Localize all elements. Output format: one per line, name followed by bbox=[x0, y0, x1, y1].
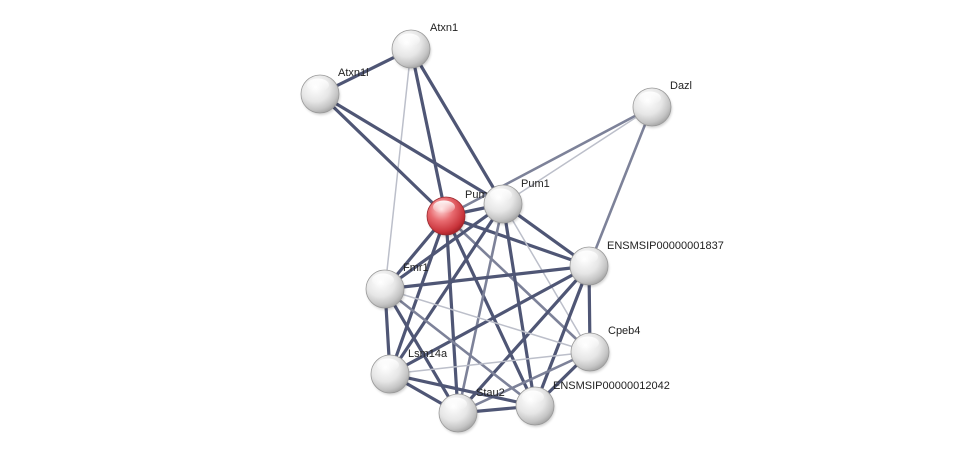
node-highlight bbox=[377, 358, 399, 372]
edge-pum1-stau2 bbox=[456, 202, 505, 415]
edge-lsm14a-ensmsip00000012042 bbox=[388, 372, 537, 408]
node-highlight bbox=[307, 78, 329, 92]
node-highlight bbox=[398, 33, 420, 47]
node-highlight bbox=[445, 397, 467, 411]
edge-pum2-stau2 bbox=[444, 214, 460, 415]
edge-dazl-ensmsip00000001837 bbox=[587, 105, 654, 268]
edge-ensmsip00000001837-stau2 bbox=[456, 264, 591, 415]
node-label-atxn1: Atxn1 bbox=[430, 22, 458, 34]
node-fmr1[interactable]: Fmr1 bbox=[365, 262, 429, 310]
node-label-ensmsip00000001837: ENSMSIP00000001837 bbox=[607, 240, 724, 252]
edge-atxn1l-pum1 bbox=[318, 92, 505, 206]
node-label-pum1: Pum1 bbox=[521, 178, 550, 190]
node-cpeb4[interactable]: Cpeb4 bbox=[570, 325, 640, 373]
node-highlight bbox=[433, 200, 455, 214]
node-label-cpeb4: Cpeb4 bbox=[608, 325, 640, 337]
edge-pum1-cpeb4 bbox=[502, 203, 591, 353]
edge-fmr1-cpeb4 bbox=[384, 288, 591, 353]
node-highlight bbox=[576, 250, 598, 264]
node-highlight bbox=[639, 91, 661, 105]
edge-cpeb4-lsm14a bbox=[389, 351, 591, 375]
node-dazl[interactable]: Dazl bbox=[632, 80, 692, 128]
node-label-dazl: Dazl bbox=[670, 80, 692, 92]
edge-pum1-lsm14a bbox=[388, 202, 505, 376]
node-label-stau2: Stau2 bbox=[476, 387, 505, 399]
edge-fmr1-ensmsip00000012042 bbox=[383, 287, 537, 408]
edge-cpeb4-stau2 bbox=[456, 350, 592, 415]
edge-dazl-pum1 bbox=[502, 106, 653, 205]
node-highlight bbox=[577, 336, 599, 350]
node-label-atxn1l: Atxn1l bbox=[338, 67, 369, 79]
node-atxn1[interactable]: Atxn1 bbox=[391, 22, 458, 70]
edge-atxn1-pum2 bbox=[409, 47, 448, 218]
node-label-pum2: Pum bbox=[465, 189, 488, 201]
node-stau2[interactable]: Stau2 bbox=[438, 387, 505, 434]
edge-ensmsip00000001837-fmr1 bbox=[383, 264, 591, 291]
edge-atxn1-pum1 bbox=[409, 47, 505, 206]
node-highlight bbox=[522, 390, 544, 404]
node-label-fmr1: Fmr1 bbox=[403, 262, 429, 274]
edge-ensmsip00000001837-ensmsip00000012042 bbox=[533, 264, 591, 408]
node-pum2[interactable]: Pum bbox=[426, 189, 488, 237]
edge-pum2-lsm14a bbox=[388, 214, 448, 376]
node-ensmsip00000001837[interactable]: ENSMSIP00000001837 bbox=[569, 240, 724, 287]
node-label-lsm14a: Lsm14a bbox=[408, 348, 448, 360]
edge-fmr1-stau2 bbox=[383, 287, 460, 415]
edge-atxn1l-pum2 bbox=[318, 92, 448, 218]
edge-pum1-fmr1 bbox=[383, 202, 505, 291]
edge-pum2-ensmsip00000001837 bbox=[444, 214, 591, 268]
node-ensmsip00000012042[interactable]: ENSMSIP00000012042 bbox=[515, 380, 670, 427]
node-highlight bbox=[490, 188, 512, 202]
node-highlight bbox=[372, 273, 394, 287]
node-pum1[interactable]: Pum1 bbox=[483, 178, 550, 225]
edge-pum2-ensmsip00000012042 bbox=[444, 214, 537, 408]
node-lsm14a[interactable]: Lsm14a bbox=[370, 348, 448, 395]
node-label-ensmsip00000012042: ENSMSIP00000012042 bbox=[553, 380, 670, 392]
node-atxn1l[interactable]: Atxn1l bbox=[300, 67, 369, 115]
edge-dazl-pum2 bbox=[444, 105, 654, 218]
